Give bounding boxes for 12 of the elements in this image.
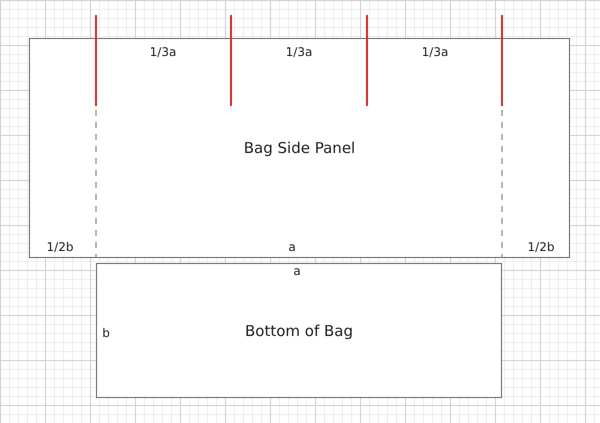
dimension-label: 1/3a — [150, 45, 176, 59]
piece-title: Bottom of Bag — [244, 322, 354, 340]
dimension-label: 1/2b — [528, 240, 554, 254]
bottom-panel-piece — [96, 263, 502, 398]
dimension-label: 1/3a — [422, 45, 448, 59]
dimension-label: a — [288, 240, 296, 254]
dimension-label: b — [102, 326, 110, 340]
piece-title: Bag Side Panel — [244, 139, 356, 157]
dimension-label: 1/3a — [286, 45, 312, 59]
side-panel-piece — [29, 38, 570, 258]
dimension-label: 1/2b — [46, 240, 74, 254]
dimension-label: a — [293, 264, 301, 278]
